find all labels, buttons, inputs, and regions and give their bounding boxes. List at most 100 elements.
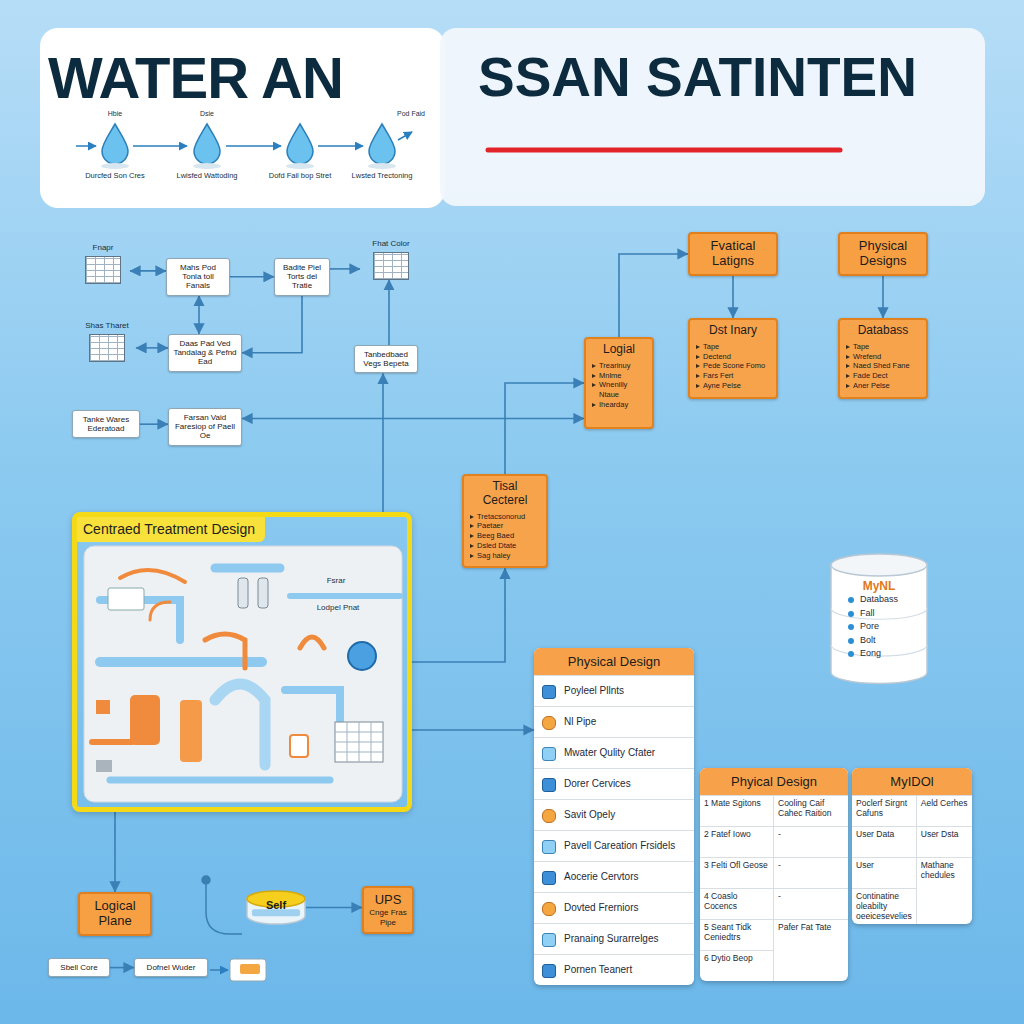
node-item: Bolt: [836, 634, 922, 648]
node-item: User: [852, 857, 917, 888]
small-box-fill: [240, 964, 260, 974]
node-item: User Data: [852, 826, 917, 857]
drop-bases: [101, 163, 396, 169]
category-tag: Fvatical Latigns: [688, 232, 778, 276]
connector: [230, 276, 274, 278]
node-item: Poclerf Sirgnt Cafuns: [852, 795, 917, 826]
node-heading: Physical Designs: [844, 239, 922, 269]
node-item: Pornen Teanert: [534, 954, 694, 985]
node-item: Dovted Frerniors: [534, 892, 694, 923]
category-tag: UPSCnge Fras Pipe: [362, 886, 414, 934]
text-label: Fsrar: [316, 576, 356, 585]
node-item: Sag haley: [469, 551, 541, 561]
node-item: Naed Shed Fane: [845, 361, 921, 371]
node-heading: Fhat Color: [360, 240, 422, 249]
process-box: Sbell Core: [48, 958, 110, 977]
category-tag: Physical Designs: [838, 232, 928, 276]
list-card: Tisal CecterelTretacsonorudPaetaerBeeg B…: [462, 474, 548, 568]
node-item: Mathane chedules: [917, 857, 972, 888]
connector: [330, 268, 360, 270]
process-box: Farsan Vaid Faresiop of Paell Oe: [168, 408, 242, 446]
connector: [412, 729, 534, 731]
node-item: Mwater Qulity Cfater: [534, 737, 694, 768]
text-label: Hbie: [92, 110, 138, 118]
node-item: Eong: [836, 647, 922, 661]
sheet-icon: Fhat Color: [360, 240, 422, 280]
category-tag: Logical Plane: [78, 892, 152, 936]
node-item: 2 Fatef Iowo: [700, 826, 774, 857]
node-heading: Logial: [591, 343, 647, 357]
node-heading: Farsan Vaid Faresiop of Paell Oe: [172, 413, 238, 441]
node-item: Pede Scone Fomo: [695, 361, 771, 371]
drop-arrows: [76, 132, 412, 146]
node-heading: Tanke Wares Ederatoad: [76, 415, 136, 433]
sheet-icon: Shas Tharet: [78, 322, 136, 362]
node-heading: UPS: [368, 893, 408, 908]
node-item: 4 Coaslo Cocencs: [700, 888, 774, 919]
sheet-symbol: [89, 334, 125, 362]
node-heading: MyNL: [836, 579, 922, 593]
list-card: Dst InaryTapeDectendPede Scone FomoFars …: [688, 318, 778, 399]
node-item: Nl Pipe: [534, 706, 694, 737]
process-box: Tanbedbaed Vegs Bepeta: [354, 345, 418, 373]
node-item: Tape: [695, 342, 771, 352]
process-box: Daas Pad Ved Tandalag & Pefnd Ead: [168, 334, 242, 372]
node-item: Pafer Fat Tate: [774, 919, 848, 950]
node-item: Aocerie Cervtors: [534, 861, 694, 892]
database-cylinder: Self: [246, 890, 306, 925]
sheet-symbol: [85, 256, 121, 284]
node-item: Trearinuy: [591, 361, 647, 371]
text-label: Durcfed Son Cres: [80, 172, 150, 181]
list-card: DatabassTapeWrefendNaed Shed FaneFade De…: [838, 318, 928, 399]
connector: [382, 373, 384, 512]
node-item: Continatine oleabilty oeeicesevelies: [852, 888, 917, 924]
node-item: Aner Pelse: [845, 381, 921, 391]
node-heading: Dofnel Wuder: [138, 963, 204, 972]
data-table: MyIDOlPoclerf Sirgnt CafunsAeld CerhesUs…: [852, 768, 972, 924]
node-item: Beeg Baed: [469, 531, 541, 541]
node-item: Dorer Cervices: [534, 768, 694, 799]
node-heading: Databass: [845, 324, 921, 338]
node-heading: Fnapr: [76, 244, 130, 253]
node-item: Paetaer: [469, 521, 541, 531]
node-item: 6 Dytio Beop: [700, 950, 774, 981]
node-item: Pore: [836, 620, 922, 634]
node-item: Fars Fert: [695, 371, 771, 381]
node-item: User Dsta: [917, 826, 972, 857]
node-item: Mnlme: [591, 371, 647, 381]
node-heading: Self: [250, 899, 302, 911]
node-item: Wrefend: [845, 352, 921, 362]
connector: [306, 907, 362, 909]
text-label: Lwsted Trectoning: [342, 172, 422, 181]
text-label: Lodpel Pnat: [306, 603, 370, 612]
connector: [136, 347, 168, 349]
connector: [242, 296, 302, 353]
water-drops: [102, 124, 395, 164]
connector: [198, 296, 200, 334]
text-label: Lwisfed Wattoding: [170, 172, 244, 181]
node-heading: Shas Tharet: [78, 322, 136, 331]
node-heading: Dst Inary: [695, 324, 771, 338]
node-item: 3 Felti Ofl Geose: [700, 857, 774, 888]
node-heading: Mahs Pod Tonla toll Fanals: [170, 263, 226, 291]
process-box: Tanke Wares Ederatoad: [72, 410, 140, 438]
data-table: Phyical Design1 Mate SgitonsCooling Caif…: [700, 768, 848, 981]
treatment-illustration: [84, 546, 402, 802]
connector: [412, 568, 505, 662]
text-label: Dsie: [184, 110, 230, 118]
node-heading: Sbell Core: [52, 963, 106, 972]
node-item: Pranaing Surarrelges: [534, 923, 694, 954]
node-item: Databass: [836, 593, 922, 607]
node-heading: Phyical Design: [700, 768, 848, 795]
node-heading: Logical Plane: [84, 899, 146, 929]
cylinder-shape: [830, 553, 928, 685]
node-item: Poyleel Pllnts: [534, 675, 694, 706]
header-panel: [40, 28, 445, 208]
bottom-fittings: [202, 876, 242, 970]
text-label: SSAN SATINTEN: [478, 46, 983, 109]
title: WATER AN: [48, 44, 343, 111]
node-item: 5 Seant Tidk Ceniedtrs: [700, 919, 774, 950]
node-item: -: [774, 826, 848, 857]
node-heading: Physical Design: [534, 648, 694, 675]
node-heading: Fvatical Latigns: [694, 239, 772, 269]
